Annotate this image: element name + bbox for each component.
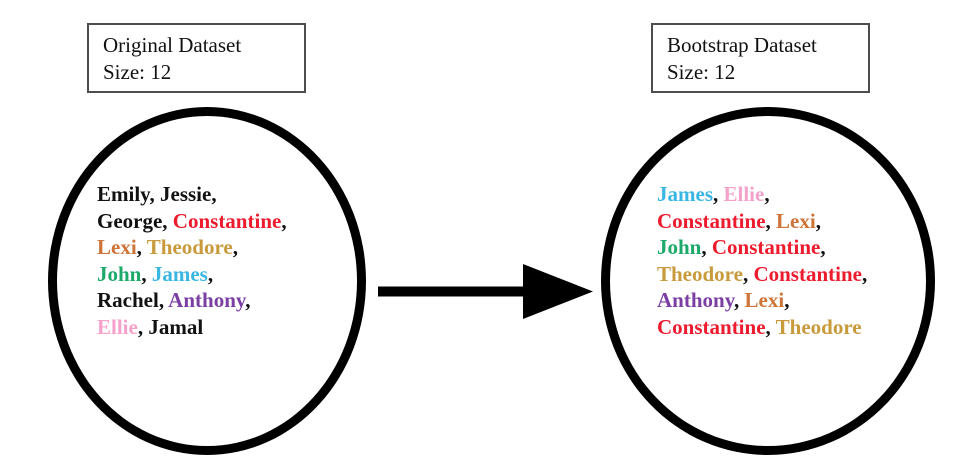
name-separator: , <box>232 235 238 259</box>
name-token: Anthony <box>168 288 246 312</box>
name-token: Jessie <box>160 182 212 206</box>
name-separator: , <box>149 182 161 206</box>
name-token: Theodore <box>775 314 862 339</box>
bootstrap-dataset-size: Size: 12 <box>667 60 736 84</box>
name-token: Constantine <box>753 261 862 286</box>
name-line: James, Ellie, <box>657 181 867 208</box>
original-dataset-title: Original Dataset <box>103 33 242 57</box>
name-token: Anthony <box>657 288 735 312</box>
name-separator: , <box>701 235 712 259</box>
original-dataset-caption-box: Original Dataset Size: 12 <box>87 23 306 93</box>
arrow-shape <box>378 264 593 319</box>
name-separator: , <box>245 288 251 312</box>
name-separator: , <box>136 235 147 259</box>
name-token: George <box>97 208 163 233</box>
name-token: Lexi <box>776 208 816 233</box>
name-token: Constantine <box>657 314 766 339</box>
name-separator: , <box>765 208 777 233</box>
name-line: Rachel, Anthony, <box>97 287 287 314</box>
name-line: George, Constantine, <box>97 208 287 235</box>
name-token: Lexi <box>97 235 137 259</box>
name-separator: , <box>713 182 724 206</box>
name-token: Constantine <box>657 208 766 233</box>
original-dataset-name-list: Emily, Jessie,George, Constantine,Lexi, … <box>97 181 287 340</box>
name-line: Constantine, Theodore <box>657 314 867 341</box>
name-separator: , <box>765 314 776 339</box>
name-separator: , <box>162 208 173 233</box>
name-line: Emily, Jessie, <box>97 181 287 208</box>
name-line: Anthony, Lexi, <box>657 287 867 314</box>
name-separator: , <box>764 182 770 206</box>
arrow-head <box>523 264 593 319</box>
name-line: Ellie, Jamal <box>97 314 287 341</box>
name-token: Emily <box>97 182 150 206</box>
name-separator: , <box>784 288 790 312</box>
name-line: Lexi, Theodore, <box>97 234 287 261</box>
original-dataset-size: Size: 12 <box>103 60 172 84</box>
name-separator: , <box>141 261 152 286</box>
name-token: Rachel <box>97 288 159 312</box>
original-dataset-circle <box>48 107 366 455</box>
name-token: Constantine <box>172 208 282 233</box>
right-arrow-icon <box>378 264 593 319</box>
name-token: John <box>657 235 702 259</box>
name-token: Constantine <box>711 235 821 259</box>
name-line: John, Constantine, <box>657 234 867 261</box>
name-separator: , <box>820 235 826 259</box>
name-separator: , <box>158 288 169 312</box>
name-token: Theodore <box>146 235 233 259</box>
name-token: Theodore <box>657 261 743 286</box>
name-separator: , <box>137 314 149 339</box>
name-separator: , <box>207 261 214 286</box>
name-token: Jamal <box>148 314 204 339</box>
bootstrap-dataset-title: Bootstrap Dataset <box>667 33 817 57</box>
name-token: James <box>151 261 208 286</box>
name-separator: , <box>734 288 745 312</box>
name-separator: , <box>742 261 754 286</box>
name-separator: , <box>211 182 217 206</box>
name-token: John <box>97 261 142 286</box>
name-token: Ellie <box>97 314 138 339</box>
bootstrap-dataset-caption-box: Bootstrap Dataset Size: 12 <box>651 23 870 93</box>
name-separator: , <box>815 208 821 233</box>
name-line: Constantine, Lexi, <box>657 208 867 235</box>
arrow-shaft <box>378 286 530 297</box>
name-token: James <box>657 182 713 206</box>
name-line: John, James, <box>97 261 287 288</box>
bootstrap-dataset-circle <box>601 107 935 455</box>
name-separator: , <box>281 208 287 233</box>
name-line: Theodore, Constantine, <box>657 261 867 288</box>
name-separator: , <box>861 261 868 286</box>
name-token: Lexi <box>744 288 785 312</box>
bootstrap-dataset-name-list: James, Ellie,Constantine, Lexi,John, Con… <box>657 181 867 340</box>
name-token: Ellie <box>723 182 765 206</box>
